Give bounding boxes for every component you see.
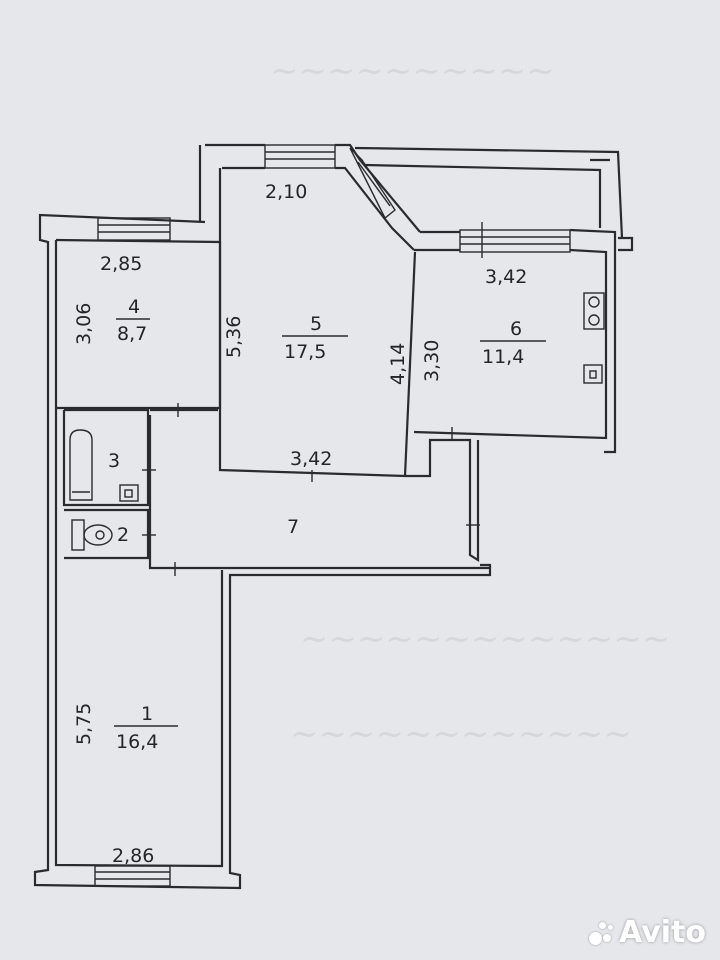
room-number: 6: [510, 318, 522, 340]
fixtures: [69, 292, 605, 551]
room-area: 8,7: [117, 323, 147, 345]
watermark-text: Avito: [619, 915, 706, 950]
dim-room1-width: 2,86: [112, 845, 154, 867]
dim-room6-width: 3,42: [485, 266, 527, 288]
windows: [94, 144, 571, 887]
room-labels: 4 8,7 5 17,5 6 11,4 3 2 7 1 16,4: [108, 296, 546, 753]
svg-text:~~~~~~~~~~: ~~~~~~~~~~: [270, 51, 555, 91]
room-number: 4: [128, 296, 140, 318]
svg-text:~~~~~~~~~~~~: ~~~~~~~~~~~~: [290, 714, 632, 754]
bathtub-icon: [69, 429, 93, 501]
room-4-label: 4 8,7: [116, 296, 150, 345]
paper-background: ~~~~~~~~~~ ~~~~~~~~~~~~~ ~~~~~~~~~~~~: [270, 51, 670, 754]
room-1-label: 1 16,4: [114, 703, 178, 753]
door-marks: [142, 403, 480, 576]
dim-room4-width: 2,85: [100, 253, 142, 275]
window-room5: [264, 144, 336, 169]
dim-room1-height: 5,75: [73, 703, 95, 745]
avito-logo-icon: [589, 920, 615, 946]
dimension-labels: 2,85 3,06 2,10 5,36 4,14 3,42 3,42 3,30 …: [73, 181, 527, 867]
avito-watermark: Avito: [589, 915, 706, 950]
room-6-label: 6 11,4: [480, 318, 546, 368]
walls: [33, 143, 634, 890]
dim-room5-bottom: 3,42: [290, 448, 332, 470]
dim-room5-right: 4,14: [387, 343, 409, 385]
toilet-icon: [71, 519, 113, 551]
svg-text:~~~~~~~~~~~~~: ~~~~~~~~~~~~~: [300, 619, 670, 659]
room-area: 16,4: [116, 731, 158, 753]
window-room4: [97, 217, 171, 241]
window-room6: [459, 222, 571, 258]
room-area: 17,5: [284, 341, 326, 363]
sink-icon: [119, 484, 139, 502]
dim-room5-top: 2,10: [265, 181, 307, 203]
room-number: 1: [141, 703, 153, 725]
kitchen-sink-icon: [583, 364, 603, 384]
dim-room5-left: 5,36: [223, 316, 245, 358]
room-number: 5: [310, 313, 322, 335]
room-7-number: 7: [287, 516, 299, 538]
dim-room6-height: 3,30: [421, 340, 443, 382]
window-room1: [94, 865, 171, 887]
room-2-number: 2: [117, 524, 129, 546]
window-room5-bay: [349, 147, 396, 220]
room-area: 11,4: [482, 346, 524, 368]
room-5-label: 5 17,5: [282, 313, 348, 363]
stove-icon: [583, 292, 605, 330]
room-3-number: 3: [108, 450, 120, 472]
dim-room4-height: 3,06: [73, 303, 95, 345]
